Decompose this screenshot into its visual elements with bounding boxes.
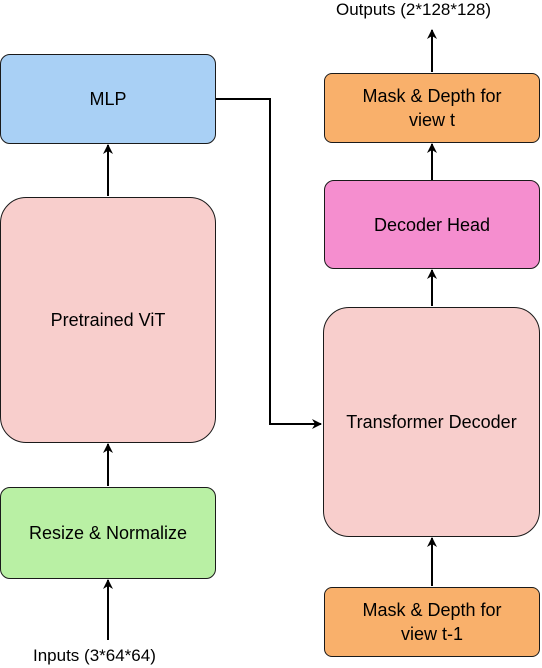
outputs-label: Outputs (2*128*128) xyxy=(336,0,491,19)
decoder-head-label: Decoder Head xyxy=(373,214,491,235)
edge-mlp-transformer xyxy=(216,98,322,429)
mask-depth-input-line1: Mask & Depth for xyxy=(362,600,502,620)
transformer-decoder-node: Transformer Decoder xyxy=(323,307,540,537)
mask-depth-output-line2: view t xyxy=(408,110,455,130)
resize-normalize-label: Resize & Normalize xyxy=(28,523,188,543)
transformer-decoder-label: Transformer Decoder xyxy=(346,412,517,432)
mlp-label: MLP xyxy=(89,89,127,109)
mlp-node: MLP xyxy=(0,54,216,144)
resize-normalize-node: Resize & Normalize xyxy=(0,487,216,579)
pretrained-vit-node: Pretrained ViT xyxy=(0,197,216,443)
mask-depth-input-node: Mask & Depth for view t-1 xyxy=(324,587,540,657)
decoder-head-node: Decoder Head xyxy=(324,180,540,269)
mask-depth-output-line1: Mask & Depth for xyxy=(362,86,502,106)
mask-depth-input-line2: view t-1 xyxy=(400,624,463,644)
mask-depth-output-node: Mask & Depth for view t xyxy=(324,73,540,143)
inputs-label: Inputs (3*64*64) xyxy=(33,646,156,665)
pretrained-vit-label: Pretrained ViT xyxy=(50,310,166,330)
